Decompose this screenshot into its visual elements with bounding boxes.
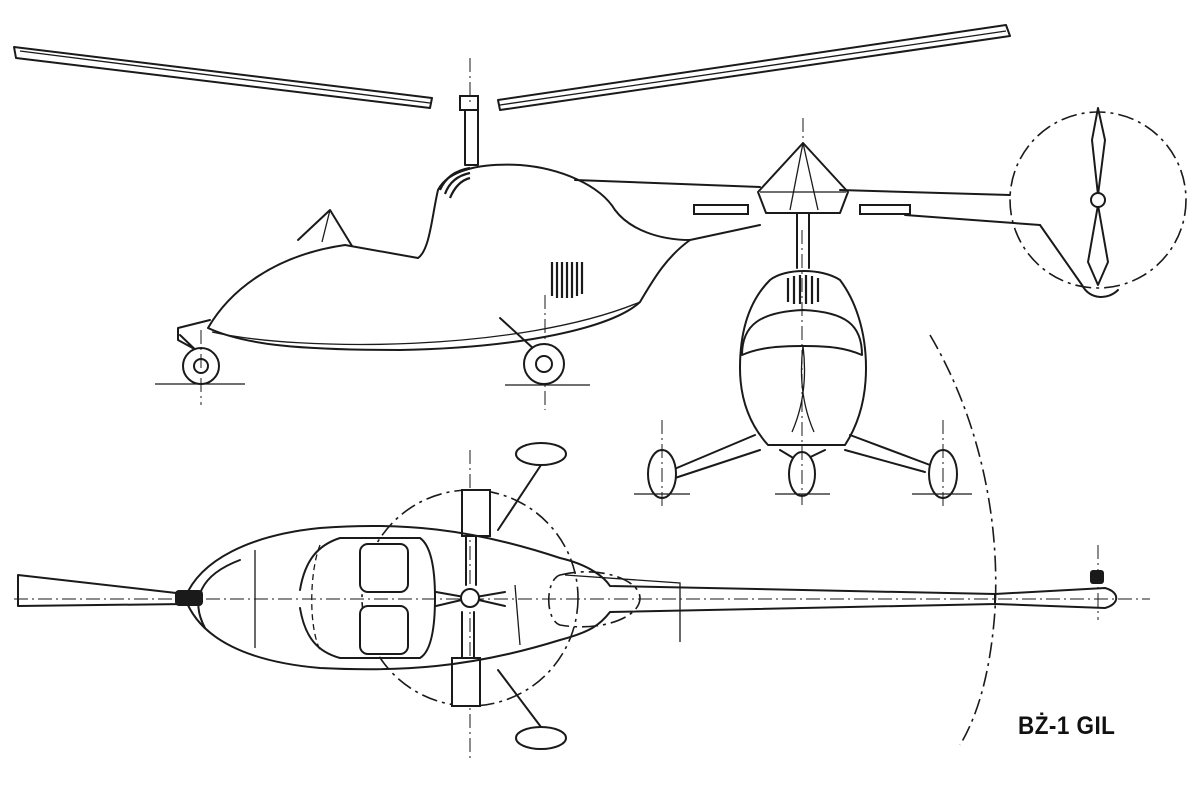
top-engine-cowl [548, 571, 641, 628]
front-rotor-head [757, 142, 849, 214]
side-tail-skid [1039, 224, 1119, 298]
top-left-boom [17, 574, 186, 607]
front-cowl-louvres [786, 275, 820, 304]
front-blade-stub-right [859, 204, 911, 215]
top-view [14, 442, 1150, 760]
top-blade-upper [461, 489, 491, 537]
side-main-gear-strut [499, 317, 536, 351]
top-tail-end [994, 587, 1118, 609]
side-view [13, 24, 1187, 410]
side-tail-boom [574, 179, 761, 241]
top-blade-lower [451, 657, 481, 707]
side-fuselage [207, 163, 691, 351]
side-engine-louvres [550, 262, 584, 298]
top-nose [197, 559, 241, 629]
top-seat-right [359, 605, 409, 655]
top-seat-left [359, 543, 409, 593]
aircraft-designation: BŻ-1 GIL [1018, 712, 1116, 740]
top-rotor-hub [460, 588, 480, 608]
rotor-sweep-arc [929, 334, 997, 746]
top-tip-weight-lower [515, 726, 567, 750]
top-tail-rotor [1090, 570, 1104, 584]
front-view [634, 118, 997, 746]
front-blade-stub-left [693, 204, 749, 215]
front-gear-legs [671, 434, 931, 479]
top-fuselage [184, 524, 996, 671]
top-nose-fitting [175, 590, 203, 606]
top-tip-weight-upper [515, 442, 567, 466]
front-windscreen [741, 309, 863, 356]
side-rotor-mast [464, 109, 479, 166]
front-rotor-mast [796, 213, 810, 269]
side-rotor-blades [13, 24, 1011, 410]
top-canopy [299, 537, 436, 659]
front-cabin [739, 270, 867, 446]
